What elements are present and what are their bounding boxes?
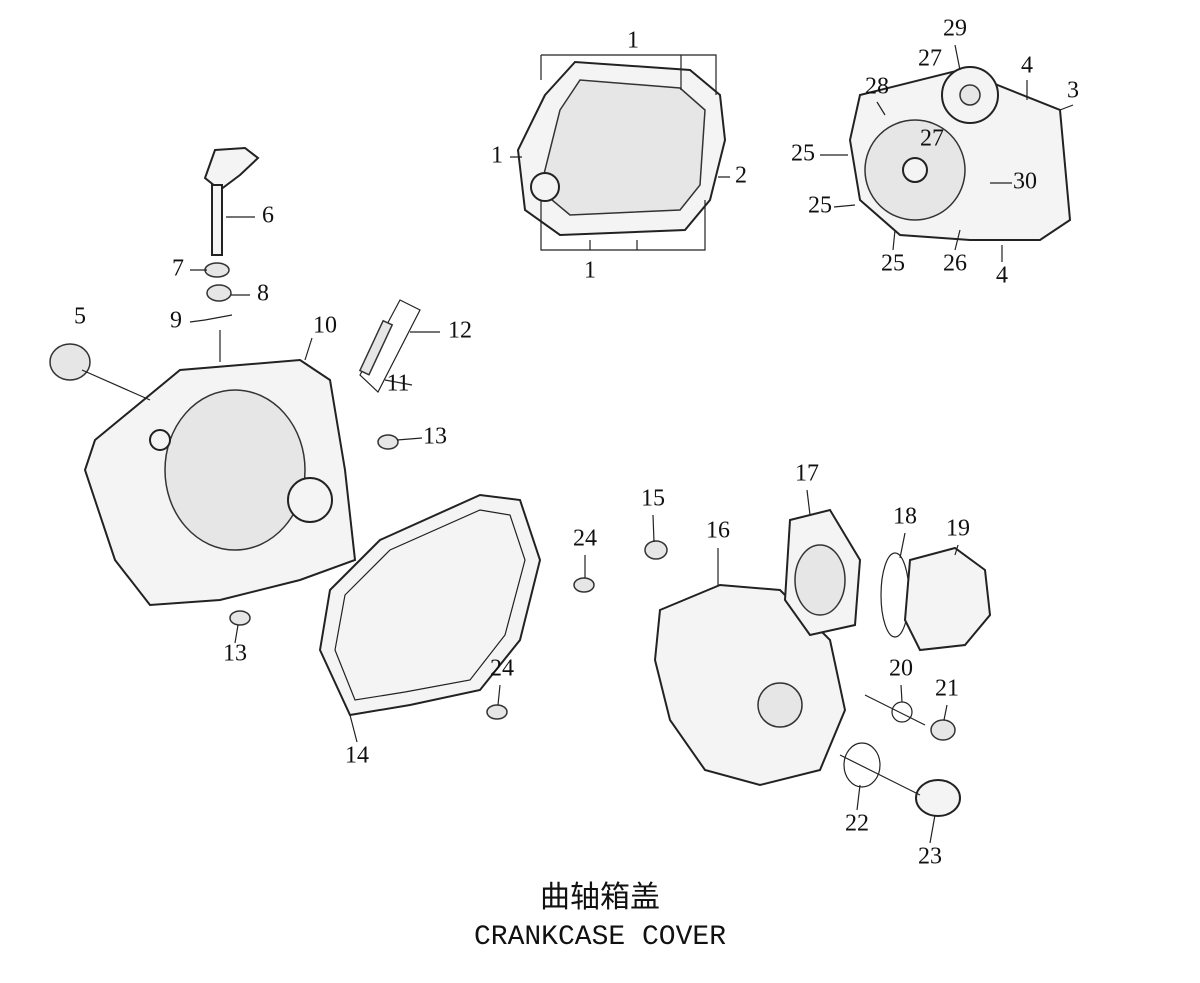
callout-labels: 1 1 2 1 29 27 4 3 28 27 25 30 25 25 26 4… — [74, 16, 1079, 870]
callout-24: 24 — [490, 656, 514, 682]
callout-14: 14 — [345, 743, 369, 769]
generator-cover-part — [653, 508, 862, 787]
callout-21: 21 — [935, 676, 959, 702]
diagram-title-chinese: 曲轴箱盖 — [540, 880, 660, 915]
callout-10: 10 — [313, 313, 337, 339]
callout-23: 23 — [918, 844, 942, 870]
callout-4: 4 — [1021, 53, 1033, 79]
callout-1: 1 — [584, 258, 596, 284]
callout-15: 15 — [641, 486, 665, 512]
left-crankcase-cover-part — [83, 358, 357, 607]
callout-26: 26 — [943, 251, 967, 277]
callout-12: 12 — [448, 318, 472, 344]
callout-3: 3 — [1067, 78, 1079, 104]
callout-13: 13 — [423, 424, 447, 450]
callout-1: 1 — [491, 143, 503, 169]
callout-6: 6 — [262, 203, 274, 229]
shaft-parts — [49, 146, 260, 401]
callout-1: 1 — [627, 28, 639, 54]
callout-25: 25 — [881, 251, 905, 277]
callout-28: 28 — [865, 74, 889, 100]
leader-lines — [189, 44, 1074, 844]
callout-27: 27 — [920, 126, 944, 152]
callout-4: 4 — [996, 263, 1008, 289]
callout-24: 24 — [573, 526, 597, 552]
clutch-cover-part — [516, 54, 727, 251]
callout-18: 18 — [893, 504, 917, 530]
callout-13: 13 — [223, 641, 247, 667]
dowel-pins — [229, 434, 668, 720]
callout-19: 19 — [946, 516, 970, 542]
cap-parts — [839, 546, 992, 817]
callout-2: 2 — [735, 163, 747, 189]
right-crankcase-cover-part — [848, 66, 1072, 241]
gasket-part — [318, 493, 542, 717]
diagram-title-english: CRANKCASE COVER — [473, 922, 727, 953]
callout-27: 27 — [918, 46, 942, 72]
callout-22: 22 — [845, 811, 869, 837]
callout-25: 25 — [791, 141, 815, 167]
callout-29: 29 — [943, 16, 967, 42]
callout-17: 17 — [795, 461, 819, 487]
callout-20: 20 — [889, 656, 913, 682]
callout-8: 8 — [257, 281, 269, 307]
callout-30: 30 — [1013, 169, 1037, 195]
dipstick-part — [358, 299, 421, 393]
callout-7: 7 — [172, 256, 184, 282]
callout-25: 25 — [808, 193, 832, 219]
callout-16: 16 — [706, 518, 730, 544]
callout-11: 11 — [386, 371, 409, 397]
callout-5: 5 — [74, 304, 86, 330]
callout-9: 9 — [170, 308, 182, 334]
